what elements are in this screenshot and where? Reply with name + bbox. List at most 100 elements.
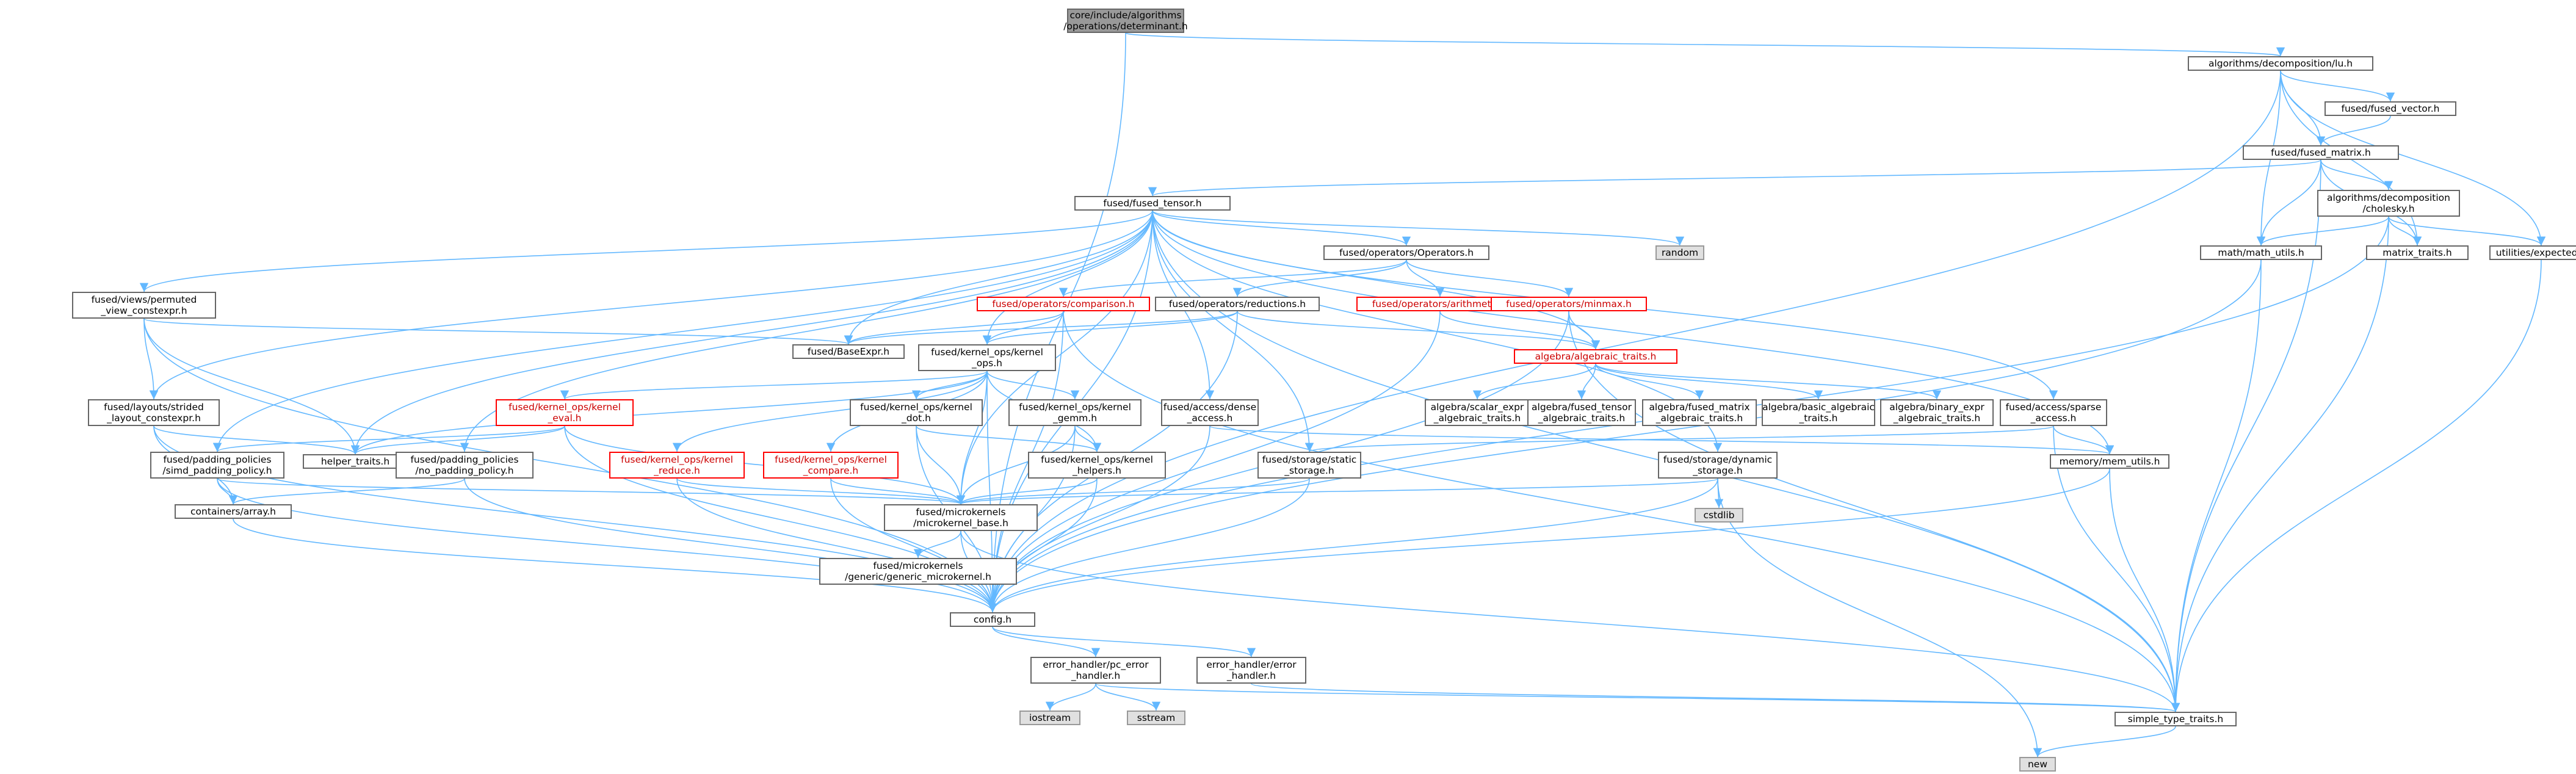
- edge-fvec-to-fmat: [2316, 115, 2391, 146]
- node-flayout[interactable]: fused/layouts/strided _layout_constexpr.…: [88, 399, 220, 426]
- node-fkcompare[interactable]: fused/kernel_ops/kernel _compare.h: [763, 452, 899, 479]
- node-ften[interactable]: fused/fused_tensor.h: [1074, 196, 1231, 211]
- node-ase[interactable]: algebra/scalar_expr _algebraic_traits.h: [1425, 399, 1530, 426]
- node-fmk[interactable]: fused/microkernels /microkernel_base.h: [884, 504, 1038, 531]
- node-fkeval[interactable]: fused/kernel_ops/kernel _eval.h: [496, 399, 634, 426]
- node-label: fused/layouts/strided _layout_constexpr.…: [104, 401, 204, 424]
- node-aat[interactable]: algebra/algebraic_traits.h: [1514, 349, 1677, 364]
- edge-fsstatic-to-config: [988, 478, 1310, 613]
- node-label: fused/storage/dynamic _storage.h: [1663, 454, 1773, 476]
- node-helper[interactable]: helper_traits.h: [303, 454, 408, 469]
- node-label: fused/access/sparse _access.h: [2005, 401, 2102, 424]
- node-fcomp[interactable]: fused/operators/comparison.h: [977, 297, 1150, 311]
- node-fsstatic[interactable]: fused/storage/static _storage.h: [1257, 452, 1361, 479]
- node-iostream[interactable]: iostream: [1019, 711, 1080, 725]
- node-label: algebra/basic_algebraic _traits.h: [1762, 401, 1875, 424]
- node-mathu[interactable]: math/math_utils.h: [2200, 245, 2322, 260]
- node-new[interactable]: new: [2019, 757, 2056, 772]
- node-fkdot[interactable]: fused/kernel_ops/kernel _dot.h: [850, 399, 983, 426]
- node-ehpc[interactable]: error_handler/pc_error _handler.h: [1030, 657, 1161, 684]
- node-lu[interactable]: algorithms/decomposition/lu.h: [2188, 56, 2373, 71]
- edge-carray-to-config: [233, 518, 997, 613]
- edge-fminmax-to-stt: [1568, 311, 2180, 712]
- edge-fsdyn-to-config: [988, 478, 1718, 613]
- node-label: memory/mem_utils.h: [2059, 455, 2160, 467]
- node-fmkgen[interactable]: fused/microkernels /generic/generic_micr…: [819, 558, 1017, 585]
- edge-farith-to-aat: [1439, 311, 1601, 350]
- edge-fkreduce-to-config: [676, 478, 997, 613]
- node-label: fused/operators/minmax.h: [1506, 298, 1632, 309]
- node-afm[interactable]: algebra/fused_matrix _algebraic_traits.h: [1642, 399, 1757, 426]
- node-sstream[interactable]: sstream: [1127, 711, 1185, 725]
- node-stt[interactable]: simple_type_traits.h: [2115, 712, 2237, 726]
- node-label: fused/fused_tensor.h: [1103, 197, 1202, 209]
- edge-fkeval-to-fmk: [564, 425, 966, 505]
- edge-ften-to-fkops: [982, 210, 1153, 345]
- node-fsdyn[interactable]: fused/storage/dynamic _storage.h: [1658, 452, 1778, 479]
- node-fbase[interactable]: fused/BaseExpr.h: [792, 344, 905, 359]
- edge-det-to-config: [988, 32, 1126, 613]
- node-abe[interactable]: algebra/binary_expr _algebraic_traits.h: [1880, 399, 1994, 426]
- node-cstdlib[interactable]: cstdlib: [1695, 508, 1743, 523]
- node-uexp[interactable]: utilities/expected.h: [2489, 245, 2576, 260]
- node-label: algorithms/decomposition/lu.h: [2208, 57, 2353, 69]
- node-label: fused/padding_policies /no_padding_polic…: [410, 454, 519, 476]
- edge-fkeval-to-helper: [351, 425, 565, 455]
- edge-ften-to-random: [1152, 210, 1684, 246]
- node-random[interactable]: random: [1655, 245, 1704, 260]
- edge-fadense-to-memu: [1209, 425, 2114, 455]
- edge-eh-to-stt: [1251, 683, 2180, 712]
- node-fred[interactable]: fused/operators/reductions.h: [1155, 297, 1320, 311]
- node-fadense[interactable]: fused/access/dense _access.h: [1161, 399, 1259, 426]
- edge-fred-to-aat: [1237, 311, 1600, 350]
- edge-aat-to-aft: [1577, 363, 1596, 400]
- node-label: fused/operators/arithmetic.h: [1372, 298, 1508, 309]
- edge-config-to-eh: [992, 626, 1256, 657]
- node-fpsimd[interactable]: fused/padding_policies /simd_padding_pol…: [150, 452, 284, 479]
- node-label: algorithms/decomposition /cholesky.h: [2327, 192, 2450, 214]
- node-fvec[interactable]: fused/fused_vector.h: [2325, 101, 2456, 116]
- node-eh[interactable]: error_handler/error _handler.h: [1196, 657, 1306, 684]
- node-fkops[interactable]: fused/kernel_ops/kernel _ops.h: [918, 344, 1056, 371]
- node-aba[interactable]: algebra/basic_algebraic _traits.h: [1762, 399, 1875, 426]
- node-config[interactable]: config.h: [950, 612, 1035, 627]
- node-label: config.h: [973, 613, 1012, 625]
- edge-ften-to-helper: [350, 210, 1153, 455]
- edge-mathu-to-config: [988, 259, 2262, 613]
- edge-fasparse-to-fsstatic: [1305, 425, 2054, 452]
- node-carray[interactable]: containers/array.h: [175, 504, 292, 519]
- node-aft[interactable]: algebra/fused_tensor _algebraic_traits.h: [1527, 399, 1636, 426]
- node-fops[interactable]: fused/operators/Operators.h: [1323, 245, 1489, 260]
- edge-fminmax-to-aat: [1568, 311, 1601, 350]
- node-fminmax[interactable]: fused/operators/minmax.h: [1491, 297, 1647, 311]
- node-fperm[interactable]: fused/views/permuted _view_constexpr.h: [72, 292, 216, 319]
- edge-fcomp-to-fbase: [844, 311, 1064, 345]
- node-memu[interactable]: memory/mem_utils.h: [2050, 454, 2169, 469]
- edge-flayout-to-helper: [153, 425, 360, 455]
- node-fmat[interactable]: fused/fused_matrix.h: [2243, 145, 2399, 160]
- node-label: new: [2027, 758, 2048, 770]
- edge-fkcompare-to-config: [830, 478, 997, 613]
- edge-fsdyn-to-fmk: [957, 478, 1718, 505]
- edge-chol-to-stt: [2171, 216, 2389, 712]
- node-label: helper_traits.h: [320, 455, 390, 467]
- edge-fkgemm-to-fkhelp: [1074, 425, 1102, 452]
- edge-fkcompare-to-fmk: [830, 478, 966, 505]
- edge-fkops-to-helper: [351, 371, 988, 455]
- edge-fops-to-fminmax: [1406, 259, 1574, 297]
- node-fasparse[interactable]: fused/access/sparse _access.h: [2000, 399, 2107, 426]
- edge-fkgemm-to-fmk: [956, 425, 1076, 505]
- node-label: fused/BaseExpr.h: [807, 345, 890, 357]
- edge-fmat-to-mathu: [2256, 159, 2321, 246]
- edge-fkops-to-fkreduce: [672, 371, 988, 452]
- node-chol[interactable]: algorithms/decomposition /cholesky.h: [2317, 190, 2460, 217]
- node-label: error_handler/error _handler.h: [1206, 659, 1297, 681]
- node-fkgemm[interactable]: fused/kernel_ops/kernel _gemm.h: [1008, 399, 1141, 426]
- node-mtraits[interactable]: matrix_traits.h: [2366, 245, 2469, 260]
- edge-ften-to-fpsimd: [212, 210, 1153, 452]
- node-fpnone[interactable]: fused/padding_policies /no_padding_polic…: [396, 452, 534, 479]
- node-fkhelp[interactable]: fused/kernel_ops/kernel _helpers.h: [1028, 452, 1166, 479]
- node-det[interactable]: core/include/algorithms /operations/dete…: [1063, 9, 1188, 33]
- node-label: fused/fused_vector.h: [2341, 103, 2440, 114]
- node-fkreduce[interactable]: fused/kernel_ops/kernel _reduce.h: [609, 452, 745, 479]
